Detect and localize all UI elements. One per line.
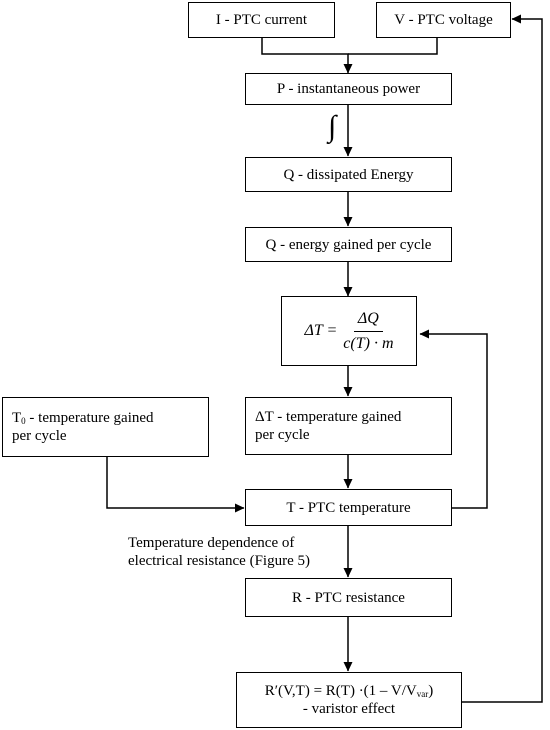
- node-current: I - PTC current: [188, 2, 335, 38]
- equation-numerator: ΔQ: [353, 309, 383, 332]
- equation-fraction: ΔQ c(T) · m: [343, 309, 393, 352]
- node-t0-line1-rest: - temperature gained: [25, 410, 154, 426]
- equation-lhs: ΔT =: [304, 322, 338, 340]
- node-varistor-formula: R′(V,T) = R(T) ·(1 – V/V: [264, 683, 417, 699]
- node-delta-t: ΔT - temperature gained per cycle: [245, 397, 452, 455]
- node-varistor-line2: - varistor effect: [302, 701, 396, 717]
- node-varistor: R′(V,T) = R(T) ·(1 – V/Vvar) - varistor …: [236, 672, 462, 728]
- node-energy-per-cycle: Q - energy gained per cycle: [245, 227, 452, 262]
- node-voltage: V - PTC voltage: [376, 2, 511, 38]
- node-dissipated-energy-label: Q - dissipated Energy: [283, 166, 414, 183]
- node-power-label: P - instantaneous power: [276, 81, 421, 97]
- arrow-voltage-to-power: [348, 38, 438, 55]
- node-delta-t-line2: per cycle: [255, 427, 310, 443]
- node-current-label: I - PTC current: [215, 12, 308, 28]
- node-varistor-line1: R′(V,T) = R(T) ·(1 – V/Vvar): [265, 682, 434, 700]
- node-energy-per-cycle-label: Q - energy gained per cycle: [265, 236, 432, 253]
- node-t0-line2: per cycle: [12, 428, 67, 444]
- node-varistor-subscript: var: [416, 689, 429, 699]
- node-t0-line1: T0 - temperature gained: [12, 409, 154, 427]
- resistance-note-line1: Temperature dependence of: [128, 535, 295, 551]
- node-dissipated-energy: Q - dissipated Energy: [245, 157, 452, 192]
- node-power: P - instantaneous power: [245, 73, 452, 105]
- node-temperature: T - PTC temperature: [245, 489, 452, 526]
- node-t0-symbol: T: [12, 410, 22, 426]
- arrow-t0-to-temperature: [106, 457, 245, 513]
- node-equation: ΔT = ΔQ c(T) · m: [281, 296, 417, 366]
- node-t0-subscript: 0: [21, 416, 26, 426]
- arrow-current-to-power: [261, 38, 353, 74]
- equation-denominator: c(T) · m: [343, 334, 394, 352]
- arrow-feedback-temperature-to-equation: [419, 329, 488, 509]
- resistance-note: Temperature dependence of electrical res…: [128, 534, 310, 570]
- node-temperature-label: T - PTC temperature: [286, 499, 411, 516]
- arrow-feedback-varistor-to-voltage: [462, 14, 543, 703]
- node-voltage-label: V - PTC voltage: [394, 12, 493, 28]
- integral-symbol: ∫: [328, 110, 337, 143]
- node-t0: T0 - temperature gained per cycle: [2, 397, 209, 457]
- node-varistor-formula-end: ): [428, 683, 434, 699]
- node-resistance: R - PTC resistance: [245, 578, 452, 617]
- node-delta-t-line1: ΔT - temperature gained: [255, 409, 402, 425]
- node-resistance-label: R - PTC resistance: [292, 589, 405, 606]
- resistance-note-line2: electrical resistance (Figure 5): [128, 553, 310, 569]
